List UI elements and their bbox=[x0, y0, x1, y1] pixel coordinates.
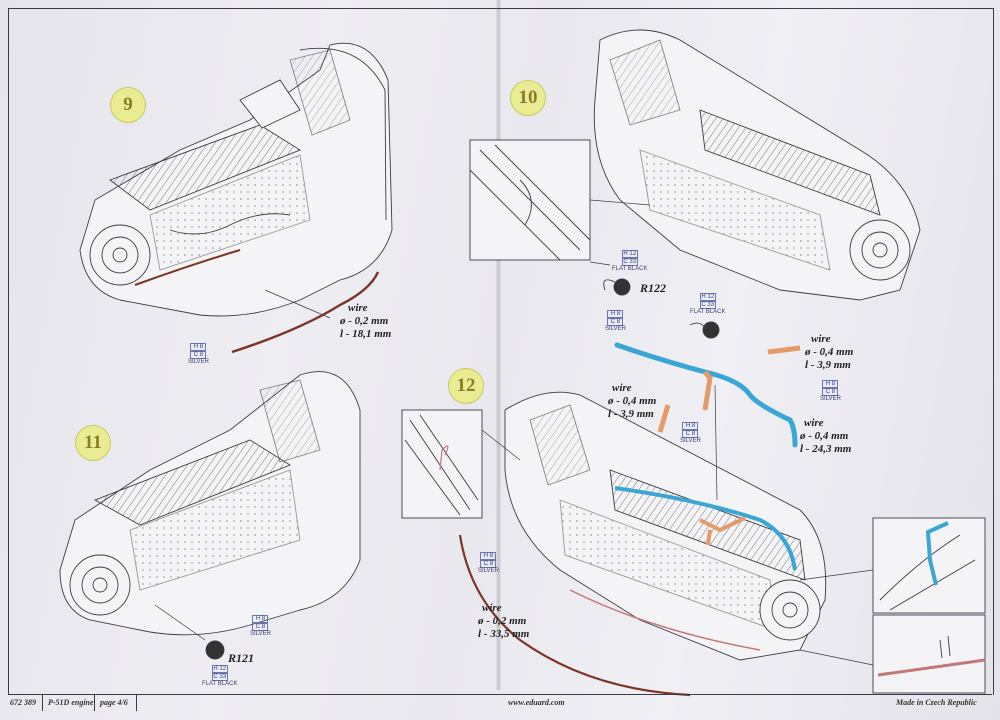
wire-shape-12-orange-c bbox=[657, 404, 671, 433]
wire-shape-12-orange-b bbox=[767, 345, 801, 355]
paint-h-code: H 12 bbox=[621, 250, 638, 258]
wire-label-12a: wire ø - 0,4 mm l - 3,9 mm bbox=[608, 382, 656, 421]
wire-label-12b-len: l - 3,9 mm bbox=[805, 359, 851, 371]
part-label-r121: R121 bbox=[228, 651, 255, 665]
wire-label-9-dia: ø - 0,2 mm bbox=[340, 315, 389, 327]
engine-step-10 bbox=[469, 29, 921, 339]
paint-c-code: C 33 bbox=[211, 673, 228, 681]
step-number-9: 9 bbox=[110, 87, 146, 123]
paint-name: SILVER bbox=[250, 631, 271, 637]
paint-h-code: H 8 bbox=[607, 310, 624, 318]
wire-shape-9 bbox=[231, 271, 380, 354]
footer-separator bbox=[94, 695, 95, 711]
footer-page-number: page 4/6 bbox=[100, 698, 128, 707]
footer-website: www.eduard.com bbox=[508, 698, 565, 707]
wire-label-12d-len: l - 33,5 mm bbox=[478, 628, 530, 640]
step-number-10: 10 bbox=[510, 80, 546, 116]
wire-label-12c-len: l - 24,3 mm bbox=[800, 443, 852, 455]
wire-label-12c: wire ø - 0,4 mm l - 24,3 mm bbox=[800, 417, 851, 456]
part-label-r122: R122 bbox=[640, 281, 667, 295]
wire-label-12d: wire ø - 0,2 mm l - 33,5 mm bbox=[478, 602, 529, 641]
wire-label-12d-dia: ø - 0,2 mm bbox=[478, 615, 527, 627]
engine-step-9 bbox=[79, 42, 393, 319]
paint-callout-silver-10: H 8 C 8 SILVER bbox=[605, 310, 626, 333]
paint-callout-silver-11: H 8 C 8 SILVER bbox=[250, 615, 271, 638]
paint-name: SILVER bbox=[680, 438, 701, 444]
wire-label-9: wire ø - 0,2 mm l - 18,1 mm bbox=[340, 302, 391, 341]
footer-separator bbox=[136, 695, 137, 711]
paint-c-code: C 33 bbox=[699, 301, 716, 309]
paint-name: SILVER bbox=[820, 396, 841, 402]
paint-callout-silver-12b: H 8 C 8 SILVER bbox=[820, 380, 841, 403]
wire-label-12a-dia: ø - 0,4 mm bbox=[608, 395, 657, 407]
step-number-12: 12 bbox=[448, 368, 484, 404]
paint-c-code: C 8 bbox=[822, 388, 839, 396]
paint-c-code: C 8 bbox=[607, 318, 624, 326]
wire-shape-12-copper bbox=[458, 534, 691, 697]
paint-name: FLAT BLACK bbox=[690, 309, 726, 315]
paint-callout-black-10a: H 12 C 33 FLAT BLACK bbox=[612, 250, 647, 273]
wire-label-12b: wire ø - 0,4 mm l - 3,9 mm bbox=[805, 333, 853, 372]
wire-label-12b-title: wire bbox=[811, 333, 831, 345]
wire-shape-12-orange-a bbox=[702, 370, 713, 411]
paint-h-code: H 12 bbox=[699, 293, 716, 301]
footer-separator bbox=[42, 695, 43, 711]
wire-label-12a-title: wire bbox=[612, 382, 632, 394]
paint-callout-black-11: H 12 C 33 FLAT BLACK bbox=[202, 665, 237, 688]
paint-name: SILVER bbox=[605, 326, 626, 332]
engine-step-11 bbox=[59, 371, 361, 660]
paint-name: SILVER bbox=[188, 359, 209, 365]
wire-label-12b-dia: ø - 0,4 mm bbox=[805, 346, 854, 358]
paint-name: FLAT BLACK bbox=[202, 681, 238, 687]
wire-label-12c-title: wire bbox=[804, 417, 824, 429]
paint-callout-silver-12a: H 8 C 8 SILVER bbox=[680, 422, 701, 445]
page-fold bbox=[496, 0, 502, 690]
step-number-11: 11 bbox=[75, 425, 111, 461]
paint-c-code: C 8 bbox=[190, 351, 207, 359]
wire-shape-12-blue bbox=[614, 342, 798, 448]
footer-kit-code: 672 389 bbox=[10, 698, 36, 707]
paint-h-code: H 8 bbox=[190, 343, 207, 351]
footer-made-in: Made in Czech Republic bbox=[896, 698, 977, 707]
wire-label-12c-dia: ø - 0,4 mm bbox=[800, 430, 849, 442]
paint-c-code: C 8 bbox=[480, 560, 497, 568]
footer-kit-title: P-51D engine bbox=[48, 698, 94, 707]
paint-h-code: H 8 bbox=[822, 380, 839, 388]
paint-h-code: H 8 bbox=[252, 615, 269, 623]
paint-h-code: H 8 bbox=[480, 552, 497, 560]
wire-label-9-title: wire bbox=[348, 302, 368, 314]
paint-name: FLAT BLACK bbox=[612, 266, 648, 272]
footer-bar: 672 389 P-51D engine page 4/6 www.eduard… bbox=[8, 694, 992, 711]
wire-label-12a-len: l - 3,9 mm bbox=[608, 408, 654, 420]
page-frame bbox=[8, 8, 994, 695]
paint-c-code: C 33 bbox=[621, 258, 638, 266]
paint-name: SILVER bbox=[478, 568, 499, 574]
paint-c-code: C 8 bbox=[682, 430, 699, 438]
paint-h-code: H 8 bbox=[682, 422, 699, 430]
paint-c-code: C 8 bbox=[252, 623, 269, 631]
paint-callout-silver-9: H 8 C 8 SILVER bbox=[188, 343, 209, 366]
paint-callout-silver-12d: H 8 C 8 SILVER bbox=[478, 552, 499, 575]
engine-step-12 bbox=[401, 384, 986, 694]
wire-label-9-len: l - 18,1 mm bbox=[340, 328, 392, 340]
paint-h-code: H 12 bbox=[211, 665, 228, 673]
wire-label-12d-title: wire bbox=[482, 602, 502, 614]
paint-callout-black-10b: H 12 C 33 FLAT BLACK bbox=[690, 293, 725, 316]
